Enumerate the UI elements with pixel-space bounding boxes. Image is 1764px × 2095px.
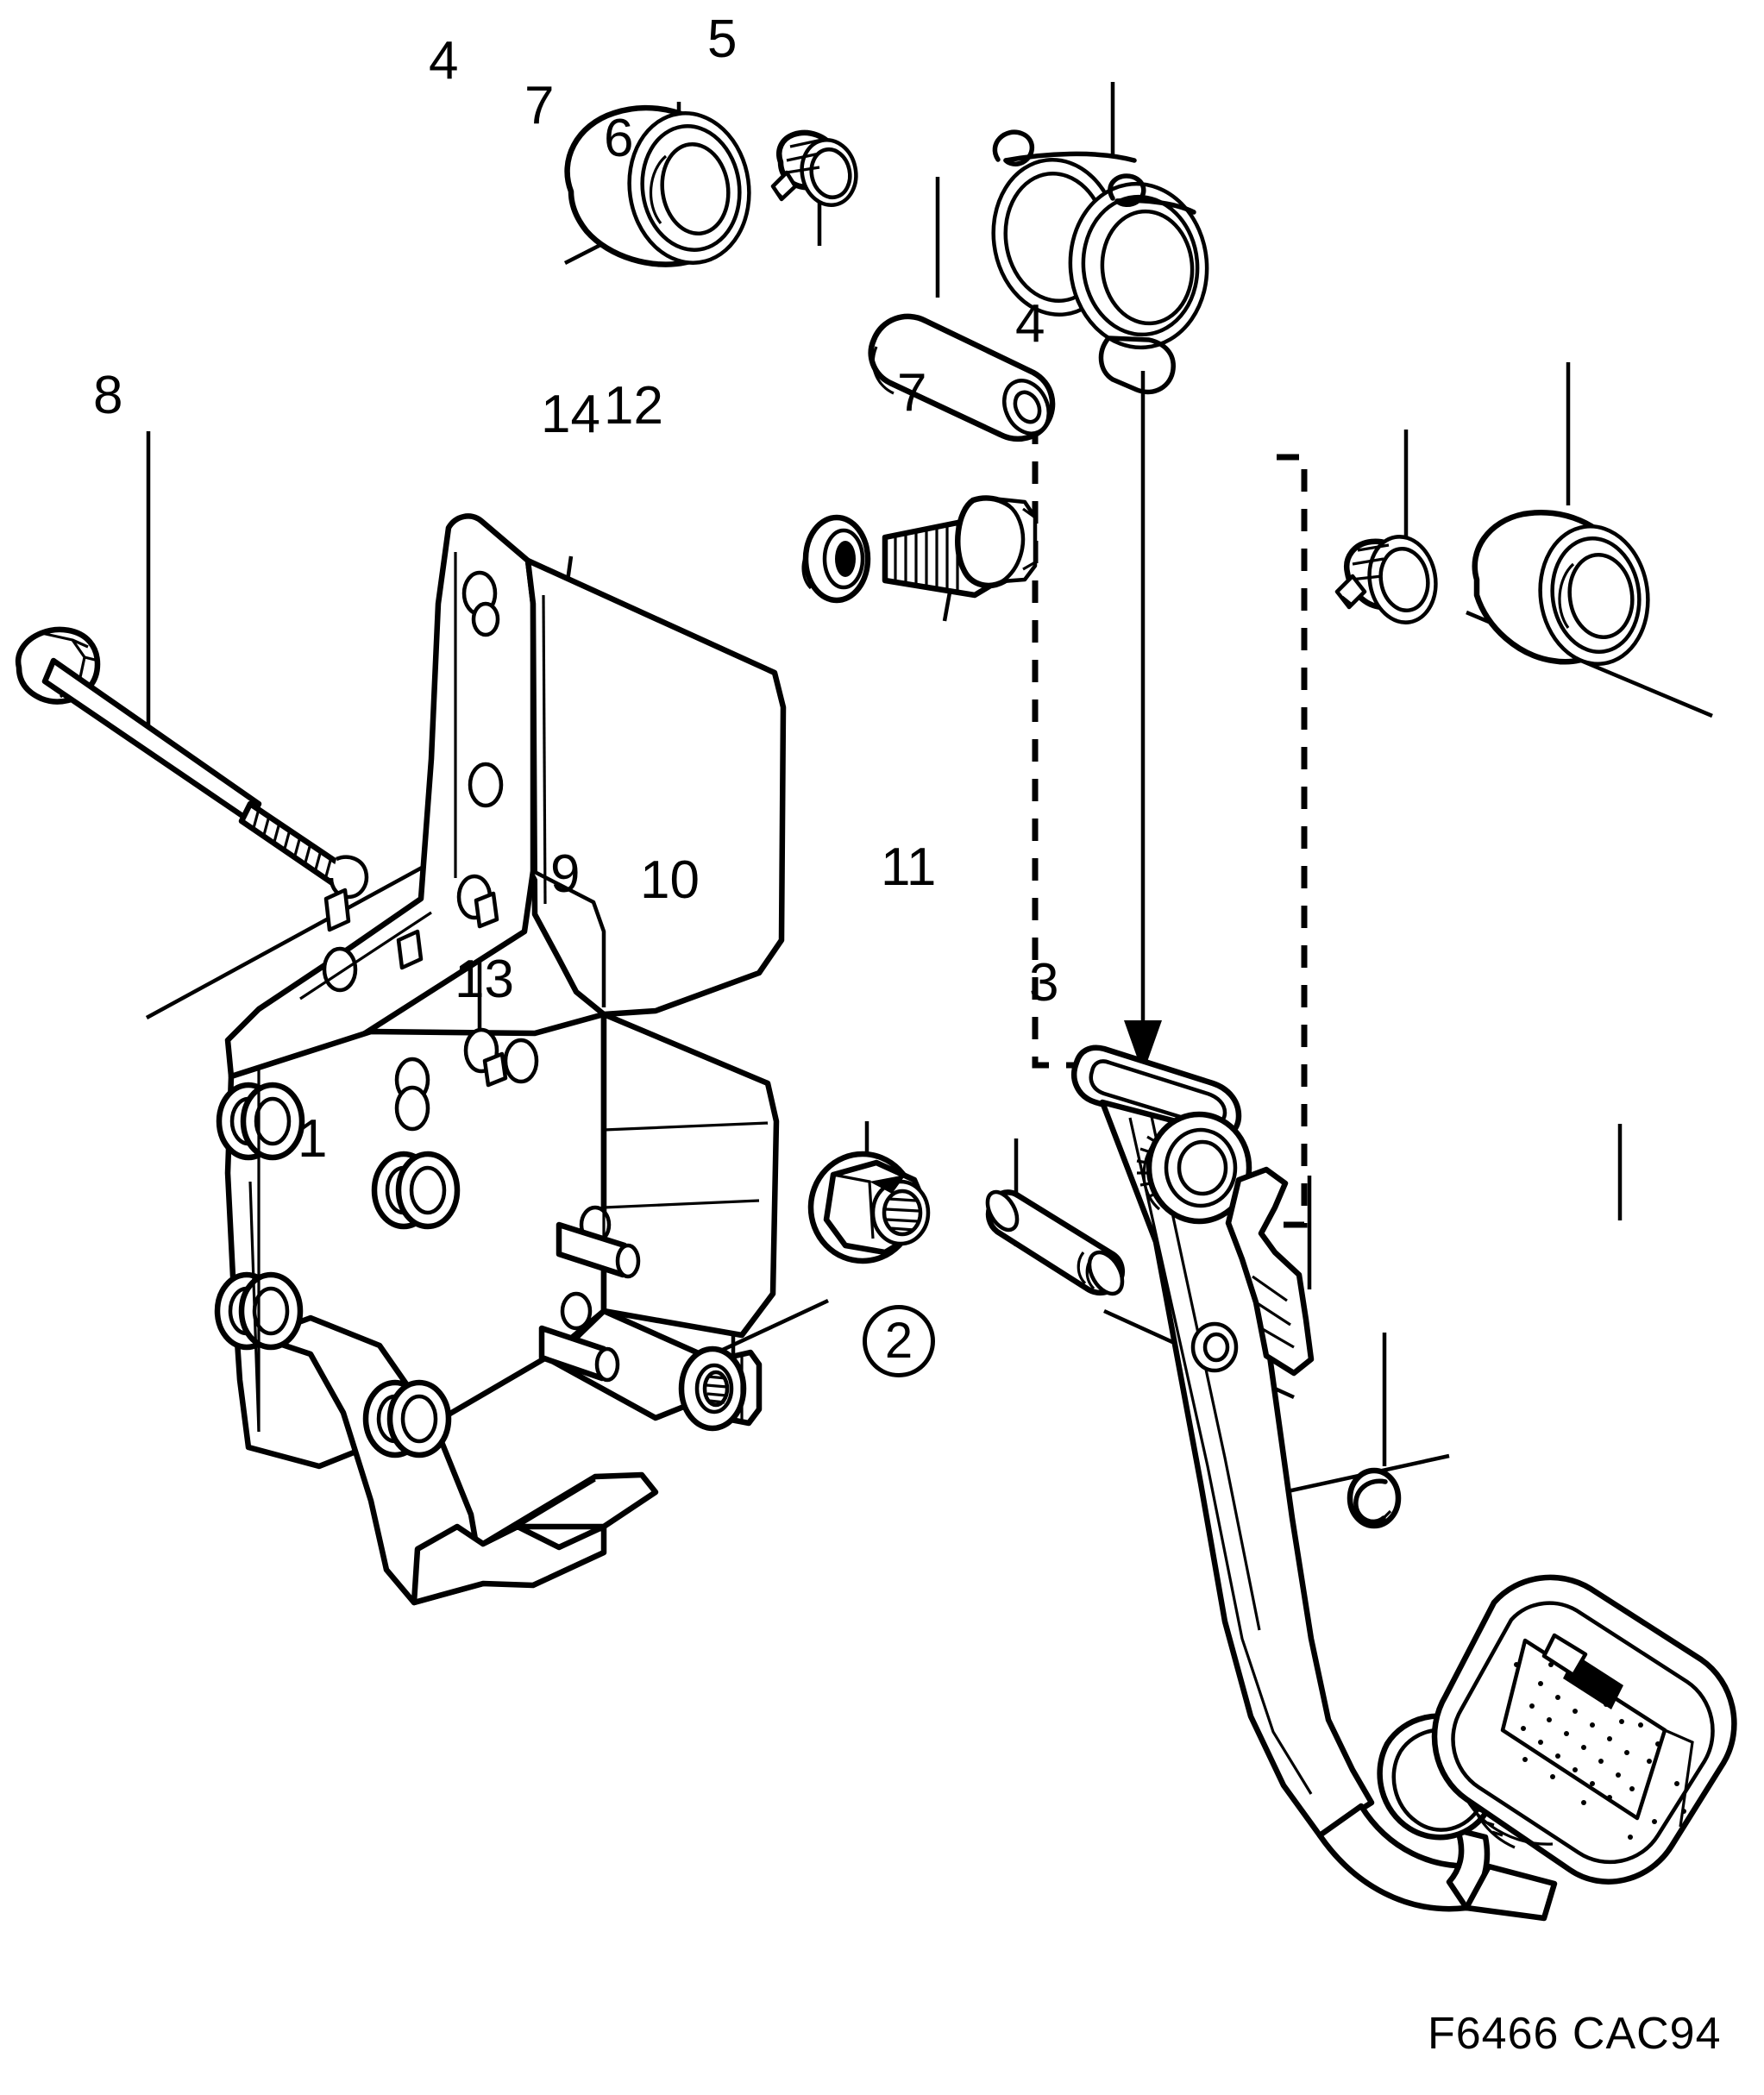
part-flange-nut [807,1151,931,1264]
part-flat-washer [801,514,871,604]
callout-5[interactable]: 5 [707,9,738,69]
part-pivot-sleeve [868,313,1056,442]
callout-4-right[interactable]: 4 [1015,294,1045,354]
part-pedal-bracket [214,513,787,1606]
callout-4-left[interactable]: 4 [429,31,459,91]
part-return-spring [991,129,1209,395]
callout-14[interactable]: 14 [541,385,600,444]
assembly-arrow-spring [1124,371,1162,1074]
callout-12[interactable]: 12 [604,376,663,436]
part-clevis-pin [985,1189,1126,1296]
part-pedal-pad [1431,1574,1737,1885]
callout-1[interactable]: 1 [298,1109,328,1169]
callout-6[interactable]: 6 [604,109,634,168]
part-pivot-bolt-long [15,626,369,900]
part-flanged-nut-lower [678,1345,763,1432]
callout-3[interactable]: 3 [1029,953,1059,1013]
callout-11[interactable]: 11 [881,837,937,897]
part-hex-head-bolt [882,495,1038,599]
assembly-dashed-lines [985,389,1308,1228]
callout-7-left[interactable]: 7 [524,76,555,135]
diagram-caption: F6466 CAC94 [1428,2009,1722,2059]
callout-2[interactable]: 2 [863,1305,935,1377]
part-retaining-circlip [1347,1467,1402,1529]
callout-13[interactable]: 13 [455,950,514,1009]
callout-8[interactable]: 8 [93,366,123,425]
part-retaining-clip-right [1334,535,1438,624]
callout-7-right[interactable]: 7 [897,363,927,423]
part-bushing-right [1472,510,1650,666]
callout-9[interactable]: 9 [550,844,581,904]
callout-10[interactable]: 10 [640,850,700,910]
part-bushing-left [564,104,751,267]
part-retaining-clip-left [770,129,858,207]
